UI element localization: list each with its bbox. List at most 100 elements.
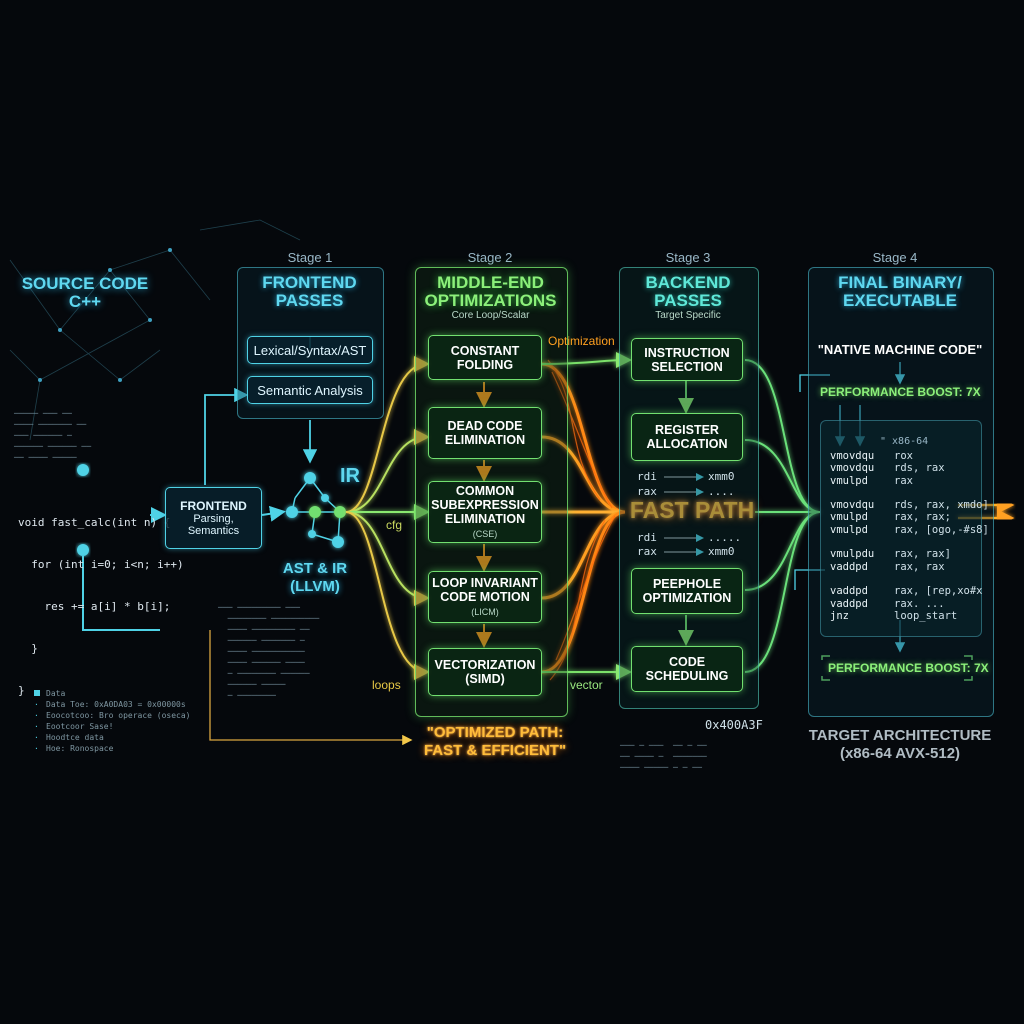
address-label: 0x400A3F — [705, 718, 763, 732]
stage3-title: BACKEND PASSES — [619, 274, 757, 310]
stage1-label: Stage 1 — [287, 250, 333, 265]
edge-label-loops: loops — [372, 678, 401, 692]
box-line3: ELIMINATION — [444, 511, 526, 526]
asm-operands: rds, rax — [894, 462, 945, 475]
box-line1: COMMON — [455, 483, 515, 498]
stage2-subtitle: Core Loop/Scalar — [451, 310, 530, 321]
box-line1: DEAD CODE — [447, 419, 523, 433]
frontend-box-line3: Semantics — [187, 525, 240, 537]
asm-line — [830, 536, 989, 548]
asm-opcode: vmulpdu — [830, 548, 875, 561]
box-line2: SUBEXPRESSION — [431, 497, 539, 512]
legend-item: ·Eootcoor Sase! — [34, 721, 191, 732]
code-line: void fast_calc(int n) { — [18, 516, 171, 529]
box-line2: OPTIMIZATION — [642, 591, 732, 605]
optimized-path-line2: FAST & EFFICIENT" — [423, 742, 567, 759]
legend-item: ·Eoocotcoo: Bro operace (oseca) — [34, 710, 191, 721]
box-line1: VECTORIZATION — [434, 658, 536, 672]
box-line1: CONSTANT — [450, 343, 520, 358]
native-machine-code-quote: "NATIVE MACHINE CODE" — [817, 342, 983, 357]
legend-bullet: · — [34, 744, 39, 753]
edge-label-vector: vector — [570, 678, 603, 692]
code-line: for (int i=0; i<n; i++) — [18, 558, 184, 571]
stage1-title-line2: PASSES — [275, 291, 344, 310]
asm-operands: rax, [rep,xo#x — [894, 585, 983, 598]
legend-text: Hoe: Ronospace — [46, 744, 114, 753]
box-line2: (SIMD) — [465, 672, 505, 686]
stage2-label: Stage 2 — [467, 250, 513, 265]
peephole-optimization-box: PEEPHOLE OPTIMIZATION — [631, 568, 743, 614]
legend: Data·Data Toe: 0xA0DA03 = 0x00000s·Eooco… — [34, 688, 191, 754]
stage2-title: MIDDLE-END OPTIMIZATIONS — [415, 274, 566, 310]
constant-folding-box: CONSTANT FOLDING — [428, 335, 542, 380]
optimized-path-line1: "OPTIMIZED PATH: — [426, 724, 564, 741]
frontend-box-title: FRONTEND — [180, 499, 247, 513]
box-line2: ALLOCATION — [646, 437, 728, 451]
stage4-label: Stage 4 — [872, 250, 918, 265]
box-line1: REGISTER — [655, 423, 719, 437]
target-architecture: TARGET ARCHITECTURE (x86-64 AVX-512) — [795, 727, 1005, 763]
stage2-title-line2: OPTIMIZATIONS — [424, 291, 557, 310]
edge-label-optimization: Optimization — [548, 334, 615, 348]
box-line1: CODE — [668, 655, 706, 669]
asm-operands: rax, [ogo,-#s8] — [894, 523, 989, 536]
code-line: } — [18, 642, 38, 655]
asm-opcode: vmulpd — [830, 474, 868, 487]
edge-label-cfg: cfg — [386, 518, 403, 532]
regmap-bottom-src-1: rdi — [637, 531, 657, 544]
source-code-title: SOURCE CODE C++ — [15, 275, 155, 311]
box-line1: PEEPHOLE — [652, 577, 722, 591]
stage4-title-line2: EXECUTABLE — [843, 291, 957, 310]
asm-opcode: vmovdqu — [830, 450, 875, 462]
register-allocation-box: REGISTER ALLOCATION — [631, 413, 743, 461]
regmap-top-src-1: rdi — [637, 470, 657, 483]
asm-line — [830, 573, 989, 585]
box-line1: LOOP INVARIANT — [432, 575, 538, 590]
ir-caption-line1: AST & IR — [282, 560, 348, 577]
asm-opcode: vmulpd — [830, 523, 868, 536]
legend-text: Eootcoor Sase! — [46, 722, 114, 731]
asm-operands: rax. ... — [894, 597, 945, 610]
code-scheduling-box: CODE SCHEDULING — [631, 646, 743, 692]
asm-line: vmulpd rax, [ogo,-#s8] — [830, 524, 989, 536]
legend-item: Data — [34, 688, 191, 699]
stage3-title-line1: BACKEND — [645, 273, 731, 292]
stage1-item-semantic: Semantic Analysis — [247, 376, 373, 404]
box-line2: ELIMINATION — [444, 433, 526, 447]
asm-line — [830, 487, 989, 499]
stage1-item-lexical: Lexical/Syntax/AST — [247, 336, 373, 364]
stage3-title-line2: PASSES — [654, 291, 722, 310]
asm-line: vaddpd rax. ... — [830, 598, 989, 610]
vectorization-box: VECTORIZATION (SIMD) — [428, 648, 542, 696]
asm-operands: rax, rax; — [894, 511, 951, 524]
source-title-line1: SOURCE CODE — [21, 274, 149, 293]
legend-bullet: · — [34, 733, 39, 742]
regmap-top-src-2: rax — [637, 485, 657, 498]
code-line: res += a[i] * b[i]; — [18, 600, 171, 613]
perf-boost-bottom: PERFORMANCE BOOST: 7X — [828, 661, 989, 675]
dead-code-elimination-box: DEAD CODE ELIMINATION — [428, 407, 542, 459]
legend-text: Eoocotcoo: Bro operace (oseca) — [46, 711, 191, 720]
frontend-box-line2: Parsing, — [193, 513, 234, 525]
box-sub: (LICM) — [471, 606, 499, 617]
asm-operands: rds, rax, xmdo] — [894, 499, 989, 512]
asm-listing-panel — [820, 420, 982, 637]
stage4-title: FINAL BINARY/ EXECUTABLE — [808, 274, 992, 310]
asm-opcode: vaddpd — [830, 597, 868, 610]
decorative-text-bottom: ─── ─ ─── ── ─ ── ── ──── ─ ─────── ────… — [620, 741, 707, 772]
asm-operands: rax, rax] — [894, 548, 951, 561]
ir-label: IR — [340, 465, 360, 487]
target-line1: TARGET ARCHITECTURE — [808, 727, 992, 744]
instruction-selection-box: INSTRUCTION SELECTION — [631, 338, 743, 381]
regmap-bottom-src-2: rax — [637, 545, 657, 558]
